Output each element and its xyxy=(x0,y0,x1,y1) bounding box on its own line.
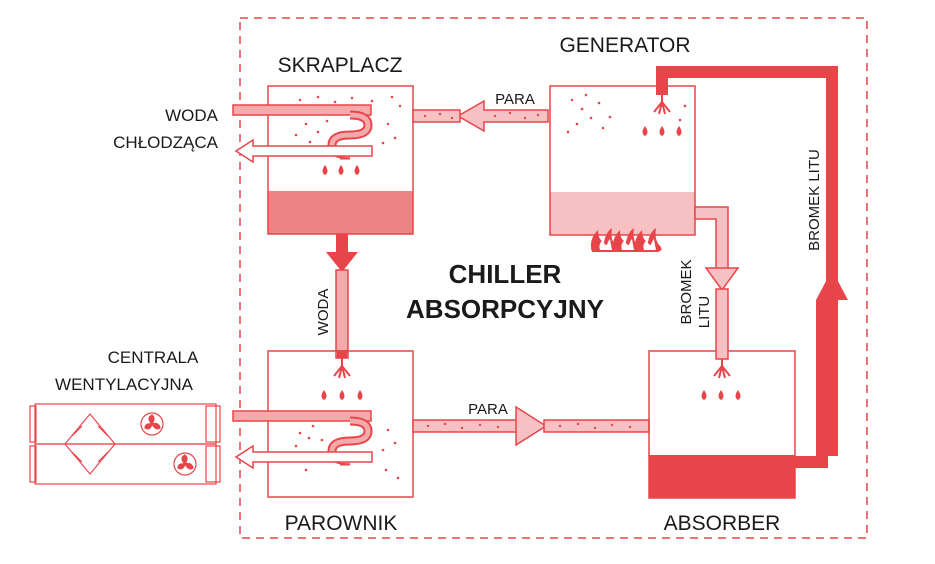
generator-droplets xyxy=(642,126,682,136)
fan-icon xyxy=(140,412,164,436)
generator-vapor-dots xyxy=(566,93,687,134)
evaporator-unit xyxy=(232,350,414,498)
condenser-label: SKRAPLACZ xyxy=(278,54,403,77)
generator-unit xyxy=(549,85,696,252)
chilled-water-out-arrow xyxy=(234,444,373,470)
fan-icon xyxy=(173,452,197,476)
absorber-label: ABSORBER xyxy=(664,512,781,535)
absorber-solution xyxy=(649,455,795,498)
generator-spray-nozzle xyxy=(653,94,671,115)
condenser-unit xyxy=(232,85,414,235)
libr-right-label: BROMEK LITU xyxy=(806,149,823,251)
diagram-title-line1: CHILLER xyxy=(449,259,562,289)
flame-icon xyxy=(590,228,662,252)
absorber-spray-nozzle xyxy=(713,358,731,379)
heat-recovery-exchanger xyxy=(64,413,116,475)
evaporator-label: PAROWNIK xyxy=(285,512,398,535)
libr-flow-weak xyxy=(694,206,740,360)
ahu-unit xyxy=(29,403,221,485)
condenser-vapor-dots xyxy=(294,95,402,145)
condenser-liquid xyxy=(268,191,413,234)
evaporator-vapor-dots xyxy=(294,424,400,480)
absorber-droplets xyxy=(701,390,741,400)
system-boundary xyxy=(239,17,868,539)
libr-label-line1: BROMEK xyxy=(678,259,695,324)
cooling-water-out-arrow xyxy=(234,138,373,164)
generator-box xyxy=(549,85,696,236)
absorber-unit xyxy=(648,350,796,499)
vapor-top-label: PARA xyxy=(495,91,535,108)
cooling-water-in-pipe xyxy=(232,104,372,116)
libr-flow-strong xyxy=(653,66,848,468)
diagram-title-line2: ABSORPCYJNY xyxy=(406,294,604,324)
vapor-bottom-label: PARA xyxy=(468,401,508,418)
ahu-label-line2: WENTYLACYJNA xyxy=(55,375,194,394)
cooling-water-label-line1: WODA xyxy=(165,106,219,125)
vapor-flow-top xyxy=(412,99,549,133)
libr-label-line2: LITU xyxy=(696,296,713,329)
vapor-flow-bottom xyxy=(412,405,650,447)
ahu-label-line1: CENTRALA xyxy=(108,348,199,367)
condenser-droplets xyxy=(322,165,360,175)
chilled-water-in-pipe xyxy=(232,410,372,422)
cooling-water-label-line2: CHŁODZĄCA xyxy=(113,133,219,152)
water-label: WODA xyxy=(315,289,332,336)
generator-label: GENERATOR xyxy=(559,34,690,57)
generator-solution xyxy=(550,192,695,235)
water-flow xyxy=(326,234,358,359)
evaporator-droplets xyxy=(321,390,363,400)
evaporator-spray-nozzle xyxy=(333,358,351,379)
